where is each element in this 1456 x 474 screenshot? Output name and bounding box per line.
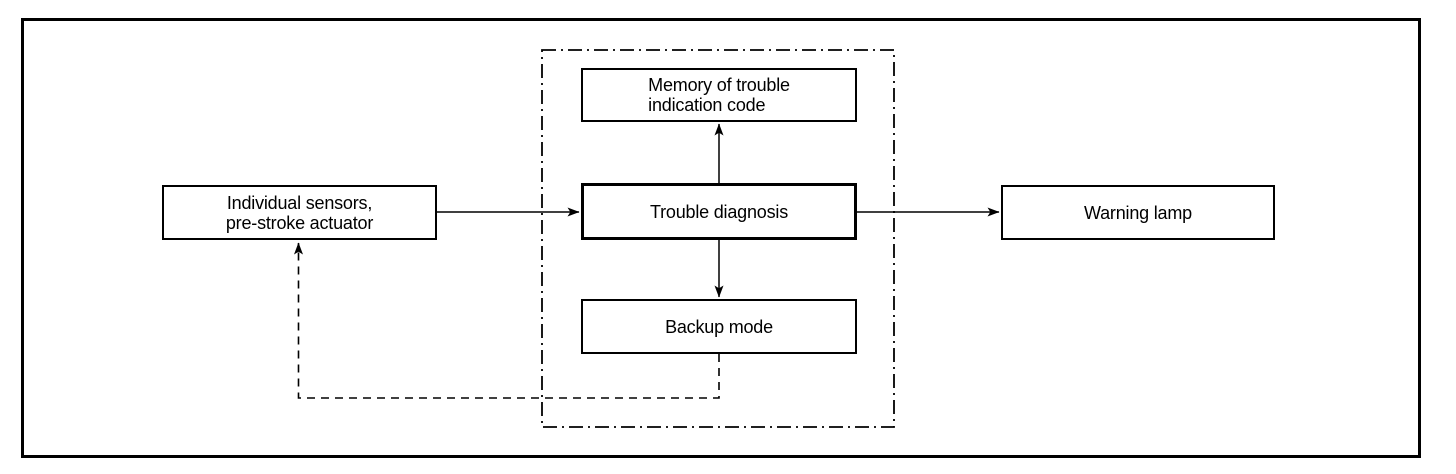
- memory-label-line2: indication code: [648, 95, 766, 115]
- outer-frame: [21, 18, 1421, 458]
- box-warning-lamp: Warning lamp: [1001, 185, 1275, 240]
- backup-mode-label: Backup mode: [665, 316, 773, 337]
- box-individual-sensors: Individual sensors, pre-stroke actuator: [162, 185, 437, 240]
- dashdot-group-border: [541, 49, 895, 428]
- warning-lamp-label: Warning lamp: [1084, 202, 1192, 223]
- trouble-diagnosis-label: Trouble diagnosis: [649, 201, 789, 222]
- box-individual-sensors-label: Individual sensors, pre-stroke actuator: [226, 193, 373, 233]
- sensors-label-line1: Individual sensors,: [226, 192, 373, 213]
- box-memory-of-trouble-code: Memory of trouble indication code: [581, 68, 857, 122]
- sensors-label-line2: pre-stroke actuator: [225, 212, 374, 233]
- connector-backup-to-sensors-feedback: [294, 242, 720, 399]
- memory-label-line1: Memory of trouble: [648, 75, 790, 95]
- box-trouble-diagnosis: Trouble diagnosis: [581, 183, 857, 240]
- box-backup-mode: Backup mode: [581, 299, 857, 354]
- box-memory-label: Memory of trouble indication code: [648, 75, 790, 115]
